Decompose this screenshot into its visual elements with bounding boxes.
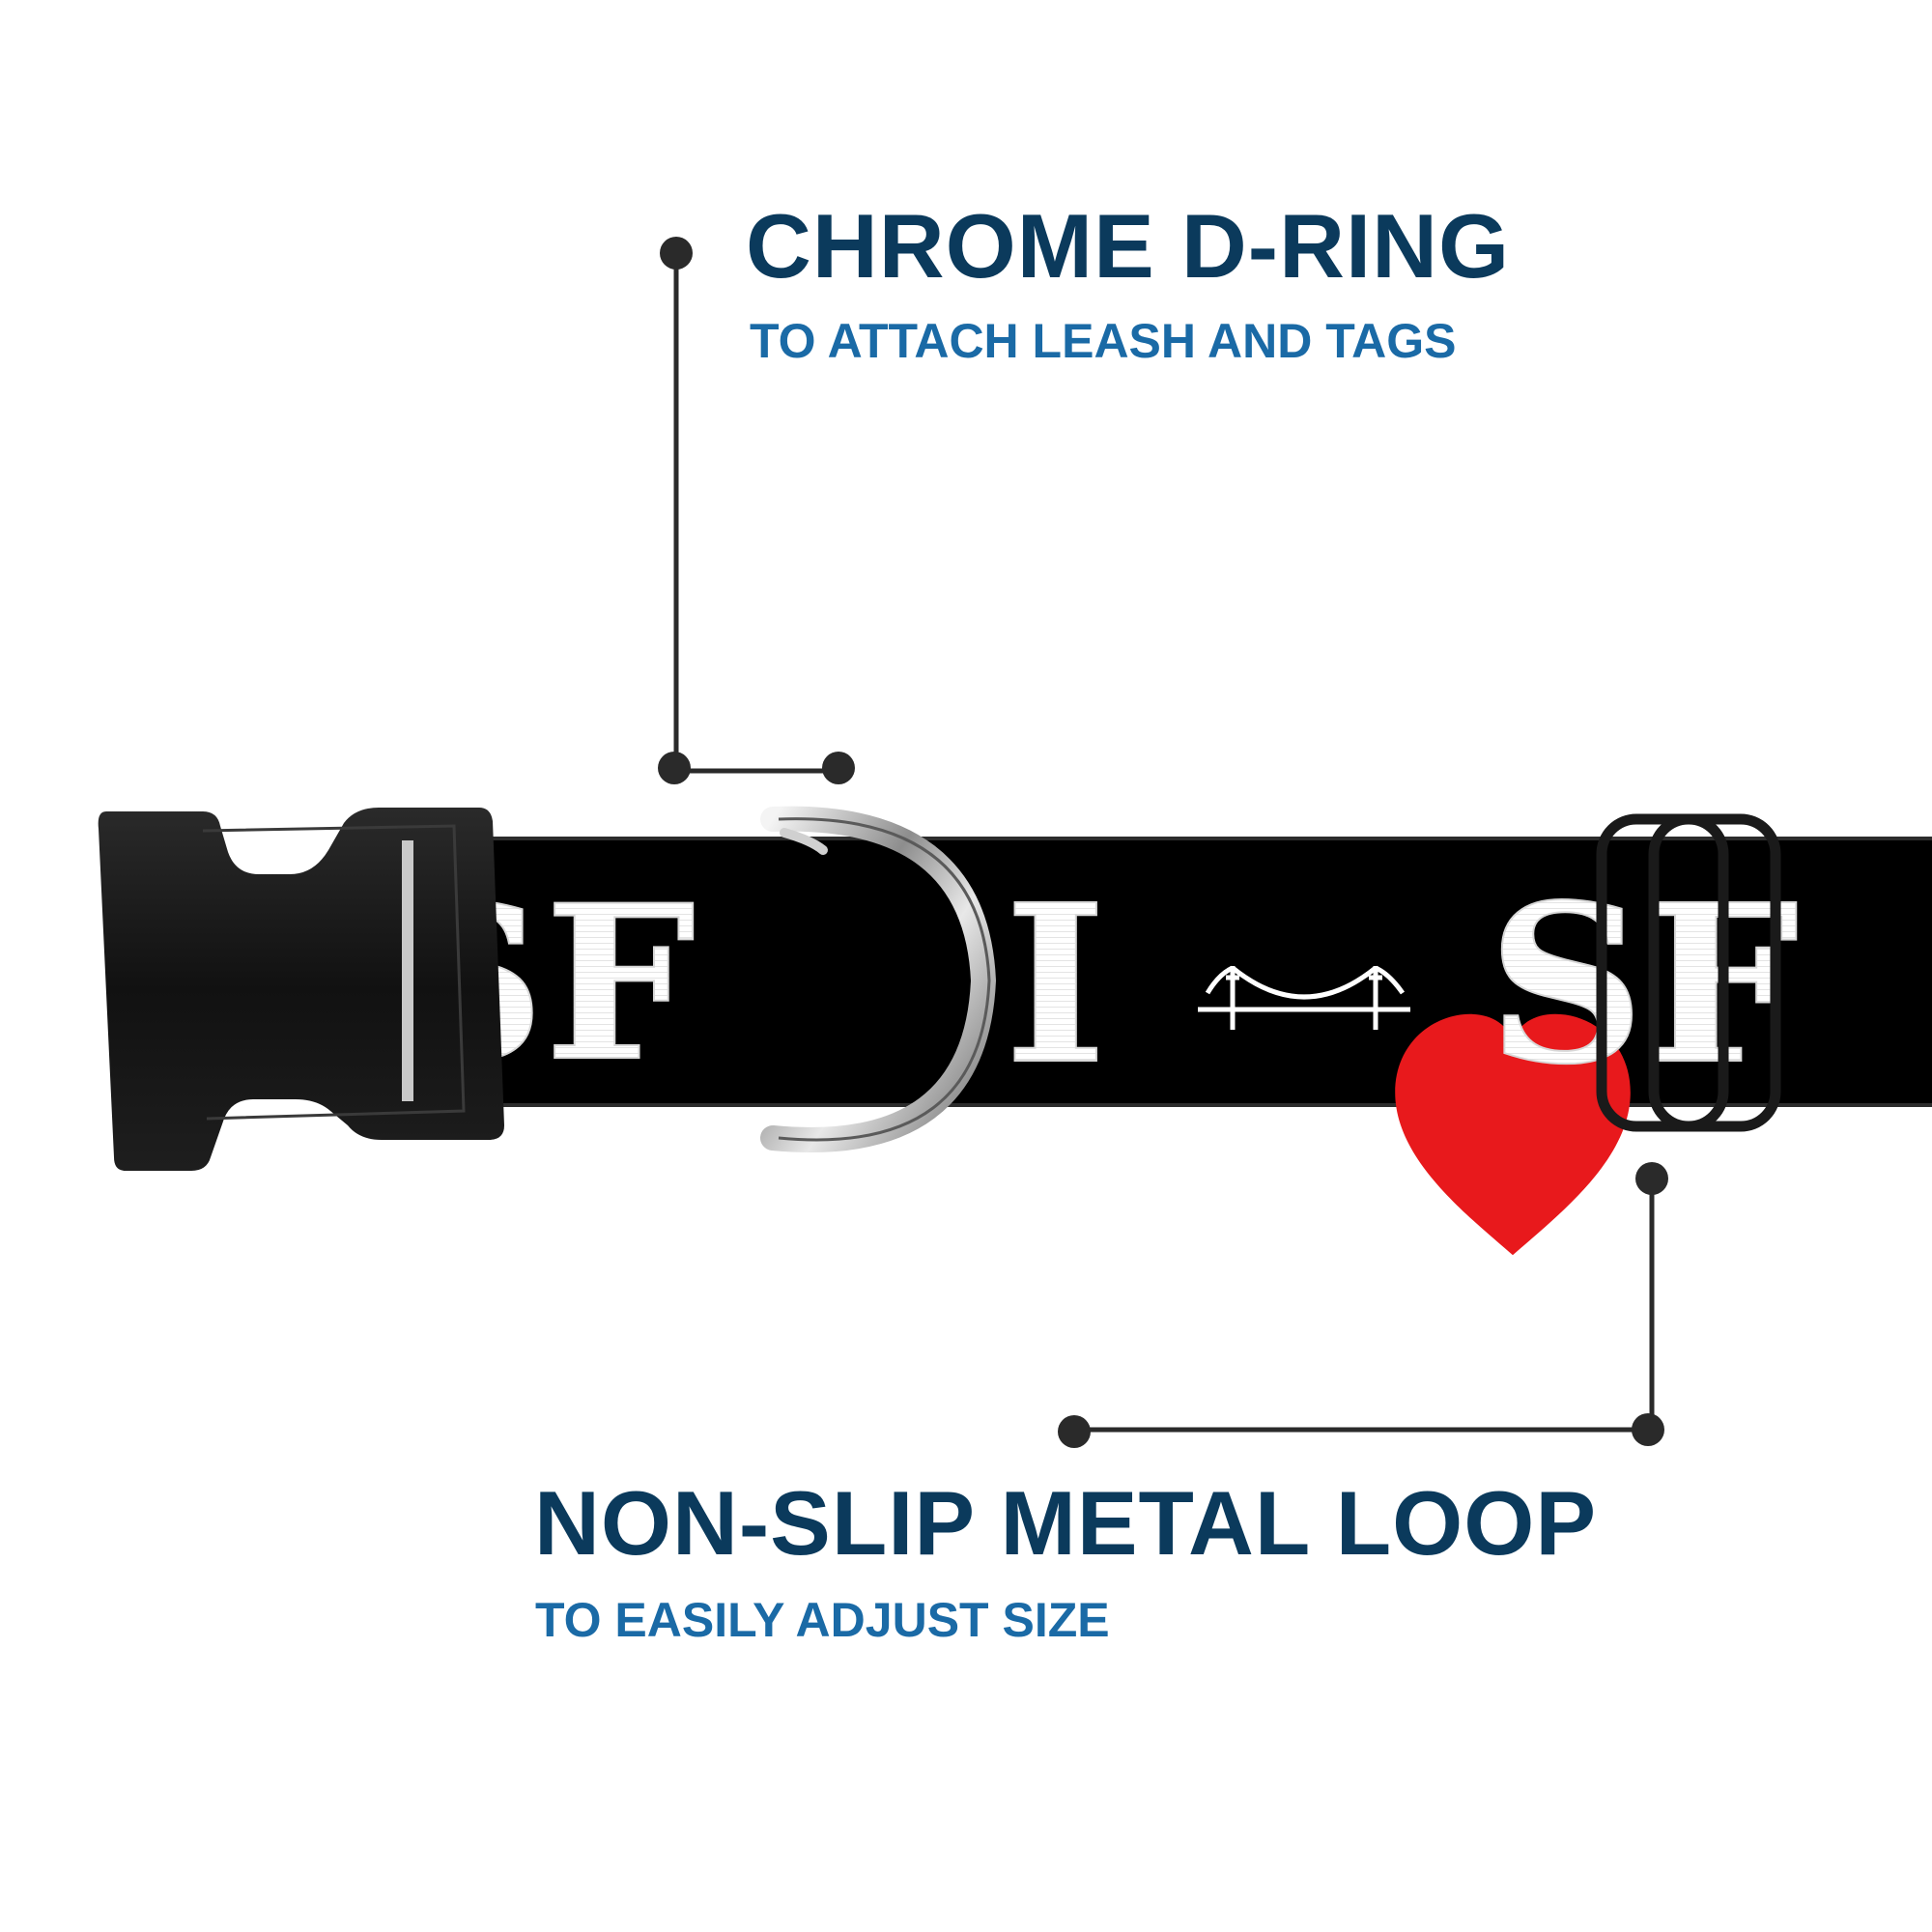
non-slip-metal-loop [1596,813,1781,1132]
dring-callout-title: CHROME D-RING [746,195,1511,297]
dring-leader [658,237,855,784]
loop-callout-title: NON-SLIP METAL LOOP [534,1472,1598,1574]
chrome-d-ring [760,806,997,1152]
dring-leader-dot-end [822,752,855,784]
d-ring-strap-wrap [780,828,828,855]
dring-leader-dot-corner [658,752,691,784]
loop-leader-dot-corner [1632,1413,1664,1446]
print-sf-right: SF [1488,858,1799,1113]
buckle-slot-highlight [402,840,413,1101]
loop-leader [1058,1162,1668,1448]
loop-leader-dot-end [1058,1415,1091,1448]
print-letter-i: I [1005,858,1106,1113]
loop-callout-subtitle: TO EASILY ADJUST SIZE [535,1593,1110,1647]
heart-bridge-icon [1198,965,1631,1256]
dring-leader-dot-top [660,237,693,270]
loop-leader-dot-top [1635,1162,1668,1195]
dring-callout-subtitle: TO ATTACH LEASH AND TAGS [750,314,1457,368]
side-release-buckle [98,808,505,1171]
buckle-ridge [202,824,466,1121]
